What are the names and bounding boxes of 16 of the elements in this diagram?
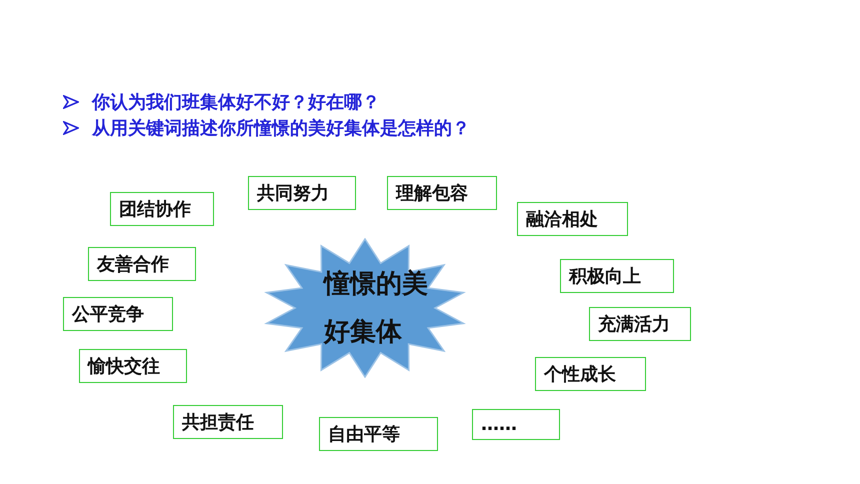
keyword-box: 自由平等	[319, 417, 438, 451]
question-text: 你认为我们班集体好不好？好在哪？	[92, 91, 380, 114]
keyword-box: 个性成长	[535, 357, 646, 391]
keyword-box: 共同努力	[248, 176, 356, 210]
keyword-box: 友善合作	[88, 247, 196, 281]
keyword-box: 团结协作	[110, 192, 214, 226]
question-text: 从用关键词描述你所憧憬的美好集体是怎样的？	[92, 117, 470, 140]
keyword-box: 公平竞争	[63, 297, 173, 331]
keyword-box: 理解包容	[387, 176, 497, 210]
keyword-box: 积极向上	[560, 259, 674, 293]
keyword-box: 融洽相处	[517, 202, 628, 236]
star-text: 憧憬的美好集体	[324, 268, 429, 349]
keyword-box: 充满活力	[589, 307, 691, 341]
keyword-box: ……	[472, 409, 560, 440]
keyword-box: 愉快交往	[79, 349, 187, 383]
keyword-box: 共担责任	[173, 405, 283, 439]
